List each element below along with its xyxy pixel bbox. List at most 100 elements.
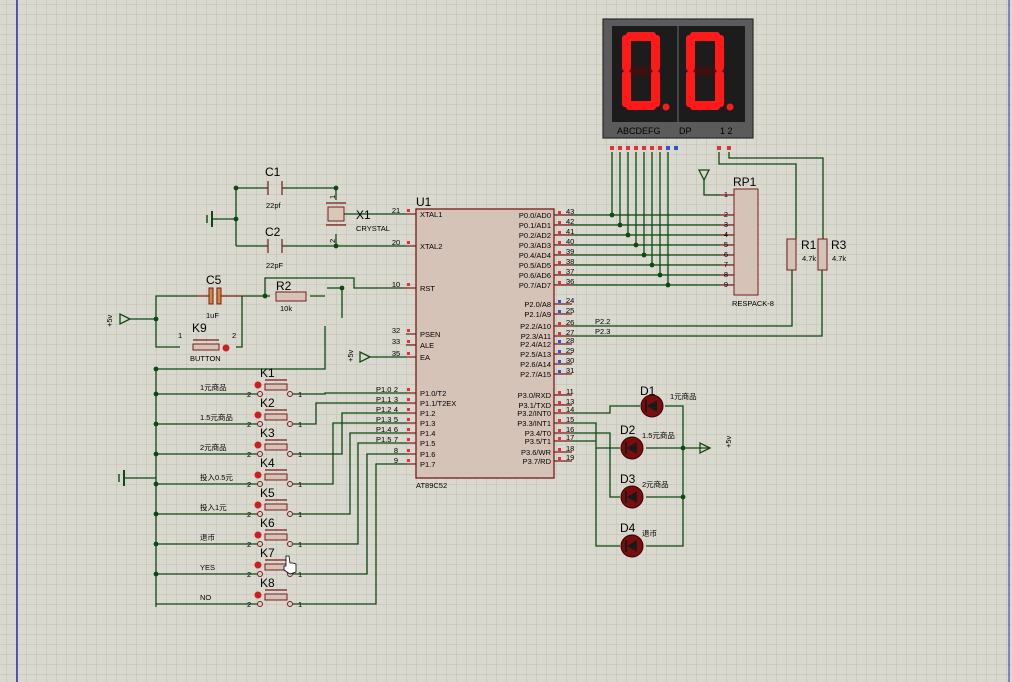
digit-dp xyxy=(662,103,670,111)
crystal-pin1: 1 xyxy=(328,195,337,199)
mcu-pin-num: 29 xyxy=(566,346,574,355)
net-labels-p1: P1.0P1.1P1.2P1.3P1.4P1.5 xyxy=(376,385,391,444)
resistor-r3[interactable]: R3 4.7k xyxy=(817,238,847,271)
display-pin xyxy=(727,146,731,150)
key-pin: 1 xyxy=(298,480,302,489)
digit-segment xyxy=(626,101,656,110)
mcu-pin-name: P2.3/A11 xyxy=(521,332,551,341)
mcu-pin-name: P3.2/INT0 xyxy=(517,409,551,418)
key-label: 1元商品 xyxy=(200,382,227,392)
mcu-pin-num: 8 xyxy=(394,446,398,455)
junction-dot xyxy=(153,451,159,457)
mcu-pin-name: P3.1/TXD xyxy=(518,401,551,410)
mcu-pin-name: P2.5/A13 xyxy=(520,350,551,359)
mcu-pin-num: 21 xyxy=(392,206,400,215)
mcu-pin-name: P0.4/AD4 xyxy=(519,251,551,260)
cap-c1[interactable]: C1 22pf xyxy=(265,165,283,210)
junction-dot xyxy=(233,185,239,191)
mcu-pin-name: P0.6/AD6 xyxy=(519,271,551,280)
reset-button-k9[interactable]: K9 BUTTON 1 2 xyxy=(178,321,236,363)
cap-c2-ref: C2 xyxy=(265,225,281,239)
junction-dot xyxy=(633,242,639,248)
mcu-pin-num: 27 xyxy=(566,328,574,337)
mcu-pin-name: P2.0/A8 xyxy=(524,300,551,309)
resistor-r1[interactable]: R1 4.7k xyxy=(786,238,817,271)
mcu-pin-name: P2.4/A12 xyxy=(520,340,551,349)
resistor-r2-ref: R2 xyxy=(276,279,292,293)
key-pin: 2 xyxy=(247,420,251,429)
mcu-u1[interactable]: U1 AT89C52 xyxy=(415,195,555,490)
power-vcc-rst-label: +5v xyxy=(105,314,114,327)
key-pin: 2 xyxy=(247,450,251,459)
junction-dot xyxy=(153,541,159,547)
junction-dot xyxy=(233,216,239,222)
mcu-pin-num: 14 xyxy=(566,405,574,414)
crystal-x1[interactable]: 1 2 X1 CRYSTAL xyxy=(326,195,390,243)
junction-dot xyxy=(609,212,615,218)
mcu-pin-num: 5 xyxy=(394,415,398,424)
cap-c5[interactable]: C5 1uF xyxy=(196,273,242,320)
cap-c1-value: 22pf xyxy=(266,201,282,210)
digit-segment xyxy=(651,35,660,71)
junction-dot xyxy=(625,232,631,238)
mcu-pin-name: P3.6/WR xyxy=(521,448,552,457)
junction-dot xyxy=(153,421,159,427)
net-label-p1: P1.3 xyxy=(376,415,391,424)
respack-ref: RP1 xyxy=(733,175,757,189)
respack-pin-num: 1 xyxy=(724,190,728,199)
digit-segment xyxy=(622,35,631,71)
led-label: 2元商品 xyxy=(642,479,669,489)
mcu-pin-num: 11 xyxy=(566,387,574,396)
mcu-pin-num: 33 xyxy=(392,337,400,346)
display-pin xyxy=(658,146,662,150)
led-ref: D2 xyxy=(620,423,636,437)
key-pin: 1 xyxy=(298,600,302,609)
junction-dot xyxy=(649,262,655,268)
key-label: 投入1元 xyxy=(200,502,227,512)
resistor-r1-value: 4.7k xyxy=(802,254,816,263)
mcu-pin-num: 39 xyxy=(566,247,574,256)
resistor-r2[interactable]: R2 10k xyxy=(275,279,307,313)
mcu-pin-num: 9 xyxy=(394,456,398,465)
seven-segment-display[interactable]: ABCDEFG DP 1 2 xyxy=(602,18,754,139)
respack-rp1[interactable]: RP1 RESPACK-8 xyxy=(732,175,774,308)
mcu-pin-num: 18 xyxy=(566,444,574,453)
power-vcc-ea: +5v xyxy=(346,349,372,364)
resistor-r1-ref: R1 xyxy=(801,238,817,252)
wires xyxy=(124,152,824,607)
cap-c2[interactable]: C2 22pF xyxy=(265,225,284,270)
mcu-pin-name: ALE xyxy=(420,341,434,350)
display-pin xyxy=(610,146,614,150)
display-pin xyxy=(674,146,678,150)
key-label: NO xyxy=(200,593,211,602)
mcu-pin-name: P2.1/A9 xyxy=(524,310,551,319)
mcu-pin-num: 19 xyxy=(566,453,574,462)
cap-c5-value: 1uF xyxy=(206,311,219,320)
display-pin xyxy=(650,146,654,150)
mcu-pin-name: EA xyxy=(420,353,430,362)
junction-dot xyxy=(617,222,623,228)
mcu-pin-num: 28 xyxy=(566,336,574,345)
respack-pin-num: 6 xyxy=(724,250,728,259)
mcu-pin-name: P0.1/AD1 xyxy=(519,221,551,230)
net-label-p22: P2.2 xyxy=(595,317,610,326)
resistor-r3-value: 4.7k xyxy=(832,254,846,263)
k9-label: BUTTON xyxy=(190,354,221,363)
net-label-p1: P1.1 xyxy=(376,395,391,404)
key-ref: K8 xyxy=(260,576,275,590)
